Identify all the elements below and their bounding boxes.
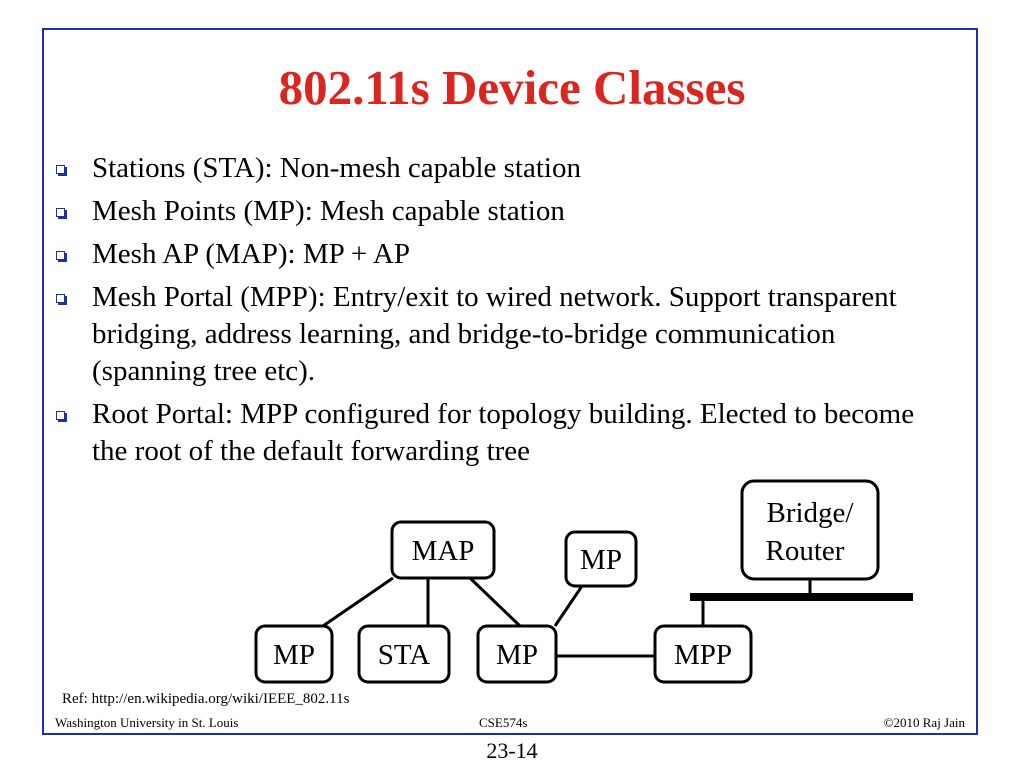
page-number: 23-14 bbox=[486, 738, 538, 763]
square-bullet-icon bbox=[56, 251, 65, 260]
mpp-node-box bbox=[653, 624, 753, 684]
sta-node-box bbox=[357, 624, 451, 684]
bullet-text: Mesh AP (MAP): MP + AP bbox=[92, 238, 410, 270]
mp-upper-node-label: MP bbox=[580, 544, 622, 576]
mp-upper-node-box bbox=[564, 530, 638, 588]
mp-center-node-box bbox=[476, 624, 558, 684]
square-bullet-icon bbox=[56, 294, 65, 303]
bullet-item: Mesh Points (MP): Mesh capable station bbox=[55, 193, 955, 230]
bullet-item: Mesh Portal (MPP): Entry/exit to wired n… bbox=[55, 279, 955, 390]
bridge-router-label-line2: Router bbox=[766, 535, 845, 567]
footer-institution: Washington University in St. Louis bbox=[55, 715, 239, 730]
square-bullet-icon bbox=[56, 411, 65, 420]
link-mp-upper-to-mp-center bbox=[553, 585, 584, 627]
bullet-item: Mesh AP (MAP): MP + AP bbox=[55, 236, 955, 273]
bridge-router-node-box bbox=[740, 479, 880, 581]
bullet-text: Mesh Points (MP): Mesh capable station bbox=[92, 195, 565, 227]
square-bullet-icon bbox=[56, 165, 65, 174]
footer-copyright: ©2010 Raj Jain bbox=[883, 715, 965, 730]
reference-link-text: Ref: http://en.wikipedia.org/wiki/IEEE_8… bbox=[62, 691, 350, 707]
footer-course: CSE574s bbox=[479, 715, 528, 730]
bullet-item: Root Portal: MPP configured for topology… bbox=[55, 396, 955, 470]
link-map-to-mp-center bbox=[468, 576, 522, 628]
map-node-box bbox=[390, 520, 496, 580]
slide-frame bbox=[42, 28, 978, 735]
square-bullet-icon bbox=[56, 208, 65, 217]
sta-node-label: STA bbox=[378, 639, 431, 671]
mpp-node-label: MPP bbox=[674, 639, 732, 671]
bullet-list: Stations (STA): Non-mesh capable station… bbox=[55, 150, 955, 476]
slide-title: 802.11s Device Classes bbox=[278, 60, 746, 115]
bullet-text: Mesh Portal (MPP): Entry/exit to wired n… bbox=[92, 281, 897, 387]
bullet-item: Stations (STA): Non-mesh capable station bbox=[55, 150, 955, 187]
mp-left-node-box bbox=[254, 624, 334, 684]
link-map-to-mp-left bbox=[319, 576, 394, 630]
bridge-router-label-line1: Bridge/ bbox=[767, 497, 855, 529]
bullet-text: Stations (STA): Non-mesh capable station bbox=[92, 152, 581, 184]
mp-left-node-label: MP bbox=[273, 639, 315, 671]
bullet-text: Root Portal: MPP configured for topology… bbox=[92, 398, 915, 467]
mp-center-node-label: MP bbox=[496, 639, 538, 671]
map-node-label: MAP bbox=[412, 535, 475, 567]
